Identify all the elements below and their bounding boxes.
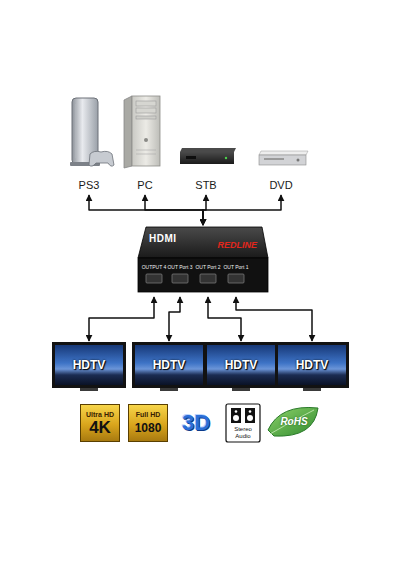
badge-caption: Ultra HD bbox=[86, 410, 114, 419]
device-label: PS3 bbox=[79, 179, 100, 192]
device-label: PC bbox=[137, 179, 152, 192]
badge-value: 1080 bbox=[135, 419, 162, 437]
feature-badge: 3D bbox=[176, 404, 216, 442]
tv-label: HDTV bbox=[225, 358, 258, 372]
ps3-console bbox=[70, 98, 114, 166]
pc-tower bbox=[124, 96, 160, 168]
rohs-leaf bbox=[268, 407, 318, 436]
signal-connector bbox=[236, 297, 312, 341]
badge-caption: Stereo Audio bbox=[227, 426, 259, 440]
hdtv-screen: HDTV bbox=[275, 342, 349, 388]
badge-value: 3D bbox=[182, 410, 210, 436]
port-label: OUTPUT 4 bbox=[142, 264, 167, 270]
feature-badge: Ultra HD4K bbox=[80, 404, 120, 442]
hdtv-screen: HDTV bbox=[204, 342, 278, 388]
badge-caption: RoHS bbox=[280, 416, 307, 427]
tv-label: HDTV bbox=[73, 358, 106, 372]
source-device: STB bbox=[176, 140, 236, 192]
hdtv-screen: HDTV bbox=[132, 342, 206, 388]
brand-logo: HDMI bbox=[149, 233, 177, 244]
tv-stands bbox=[80, 388, 321, 391]
signal-connector bbox=[89, 297, 154, 341]
signal-connector bbox=[145, 195, 203, 225]
device-label: STB bbox=[195, 179, 216, 192]
feature-badge: RoHS bbox=[268, 404, 320, 438]
source-device: PC bbox=[122, 92, 168, 192]
hdmi-splitter: HDMI REDLINE bbox=[137, 226, 269, 294]
device-label: DVD bbox=[269, 179, 292, 192]
set-top-box bbox=[180, 148, 236, 164]
tv-label: HDTV bbox=[153, 358, 186, 372]
port-label: OUT Port 1 bbox=[223, 264, 248, 270]
signal-connector bbox=[203, 195, 281, 225]
port-label: OUT Port 2 bbox=[195, 264, 220, 270]
dvd-player bbox=[259, 151, 308, 165]
badge-caption: Full HD bbox=[136, 410, 161, 419]
hdtv-screen: HDTV bbox=[52, 342, 126, 388]
signal-connector bbox=[89, 195, 203, 225]
source-device: DVD bbox=[254, 140, 308, 192]
feature-badge: Full HD1080 bbox=[128, 404, 168, 442]
feature-badge: Stereo Audio bbox=[226, 404, 260, 442]
source-device: PS3 bbox=[62, 92, 116, 192]
port-label: OUT Port 3 bbox=[167, 264, 192, 270]
signal-connector bbox=[169, 297, 180, 341]
brand-name: REDLINE bbox=[217, 240, 257, 250]
tv-label: HDTV bbox=[296, 358, 329, 372]
stereo-audio-icon bbox=[226, 404, 260, 442]
badge-value: 4K bbox=[89, 419, 111, 437]
hdmi-splitter-body bbox=[138, 227, 268, 292]
